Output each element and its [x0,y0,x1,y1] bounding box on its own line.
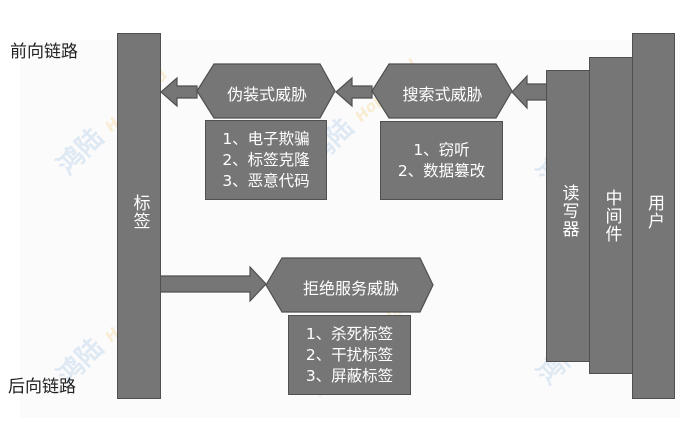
arrow-disguise-to-tag [160,76,198,108]
middleware-node: 中间件 [589,57,633,374]
dos-threat-list: 1、杀死标签 2、干扰标签 3、屏蔽标签 [288,315,411,395]
dos-threat-title: 拒绝服务威胁 [302,279,399,298]
list-item: 3、恶意代码 [222,171,310,190]
arrow-tag-to-dos [159,265,267,303]
search-threat-title: 搜索式威胁 [402,85,483,104]
backward-link-label: 后向链路 [8,377,76,397]
list-item: 2、标签克隆 [222,150,310,169]
middleware-node-label: 中间件 [601,189,622,243]
disguise-threat-title: 伪装式威胁 [226,85,307,104]
search-threat-list: 1、窃听 2、数据篡改 [380,121,503,200]
list-item: 1、窃听 [413,140,470,159]
arrow-search-to-disguise [335,76,373,108]
list-item: 1、电子欺骗 [222,129,310,148]
forward-link-label: 前向链路 [10,42,78,62]
disguise-threat-list: 1、电子欺骗 2、标签克隆 3、恶意代码 [205,120,327,200]
arrow-reader-to-search [511,74,548,110]
reader-node: 读写器 [546,70,590,362]
list-item: 2、数据篡改 [397,161,486,180]
tag-node: 标签 [117,33,161,399]
user-node-label: 用户 [644,194,664,230]
list-item: 2、干扰标签 [305,345,394,364]
list-item: 3、屏蔽标签 [305,366,394,385]
hexagon-disguise-threat [196,63,336,119]
user-node: 用户 [632,33,675,399]
hexagon-dos-threat [265,257,434,313]
list-item: 1、杀死标签 [305,324,394,343]
tag-node-label: 标签 [129,194,150,230]
reader-node-label: 读写器 [558,184,579,238]
hexagon-search-threat [371,63,513,119]
